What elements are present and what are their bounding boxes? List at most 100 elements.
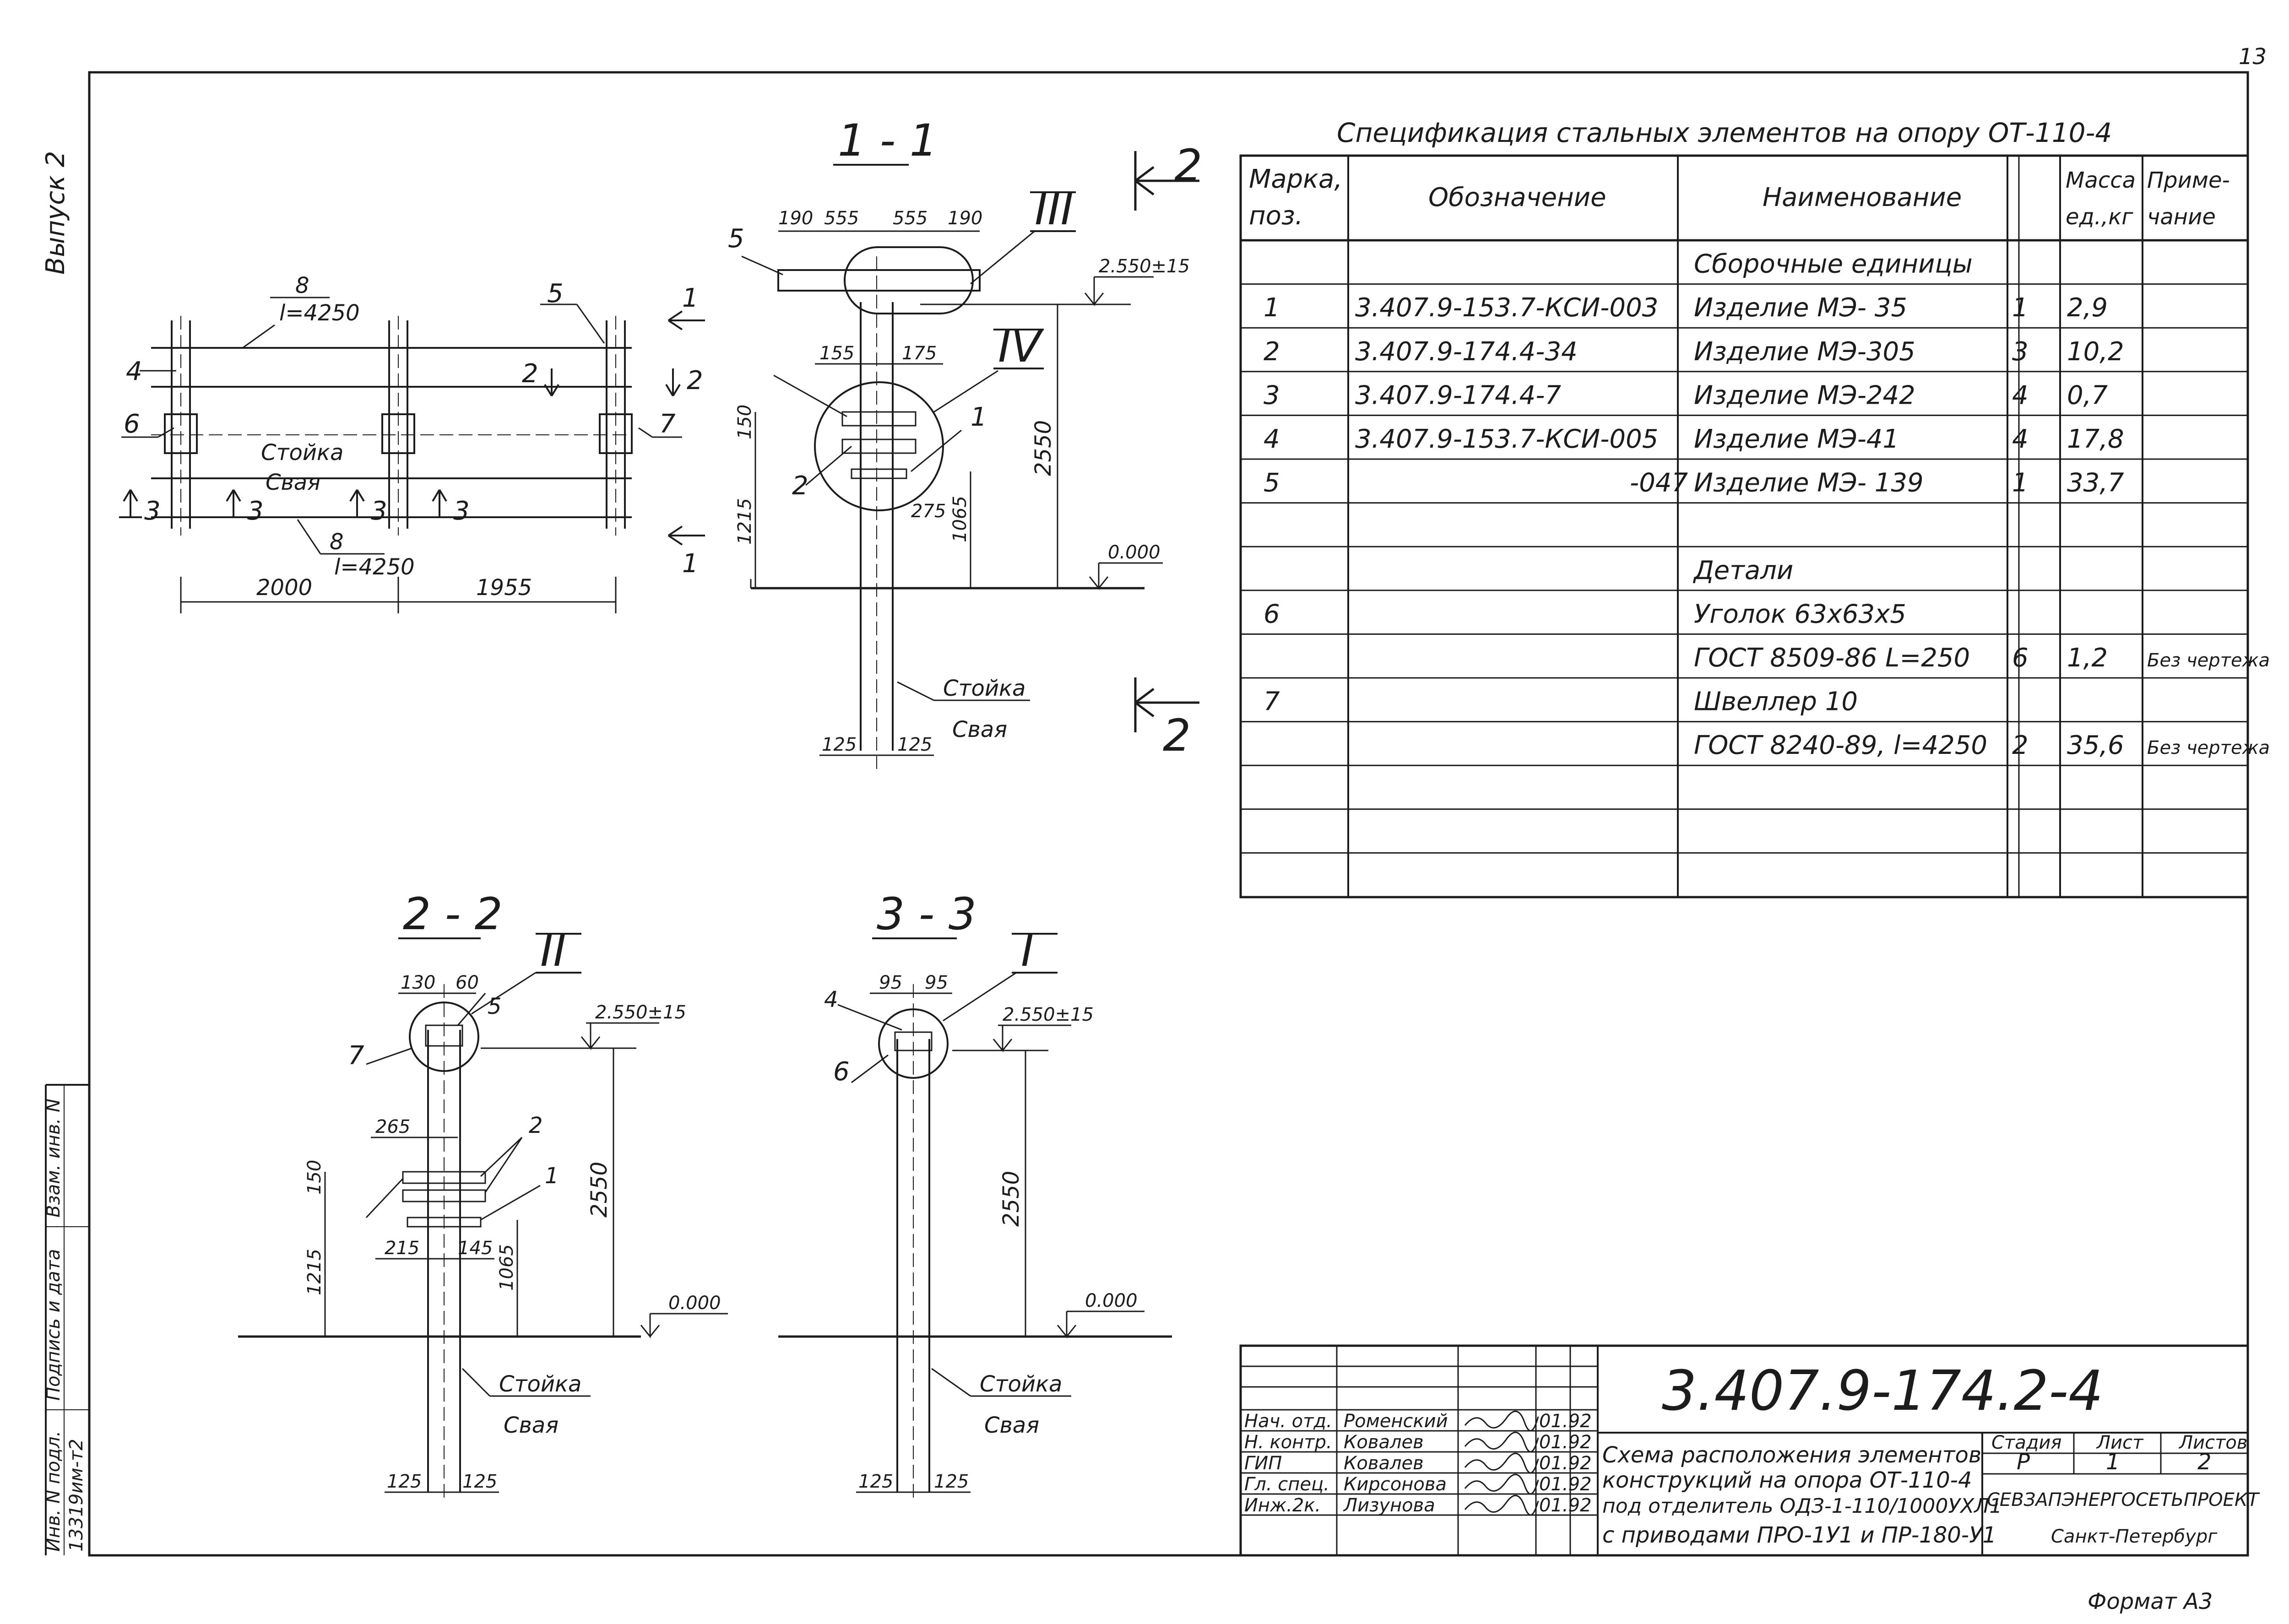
signer-name: Роменский [1344,1411,1448,1432]
dim-125a-s22: 125 [387,1471,422,1492]
spec-row-mass: 1,2 [2067,643,2108,673]
hdr-mark-2: поз. [1249,201,1303,231]
stamp-value: 13319им-т2 [66,1439,87,1552]
signature-scribble [1464,1473,1539,1495]
inv-no-label: Инв. N подл. [43,1431,64,1552]
s33-pos6: 6 [833,1057,850,1087]
cut3-num: 3 [371,496,387,526]
cut3-arrow [222,489,245,518]
section-22-title: 2 - 2 [403,888,503,940]
cut3-num: 3 [247,496,264,526]
format-label: Формат А3 [2088,1589,2213,1614]
hdr-mass-1: Масса [2066,168,2136,193]
signer-role: Н. контр. [1244,1432,1332,1453]
spec-row-mark: 1 [1264,293,1280,323]
cut-mark-1-bot: 1 [682,549,699,579]
spec-row-name: Изделие МЭ-41 [1694,424,1899,454]
dim-150: 150 [734,405,755,439]
s11-pos1: 1 [971,402,987,432]
s11-pos2: 2 [792,471,808,501]
spec-row-mark: 6 [1264,599,1280,629]
dim-555a: 555 [824,208,859,229]
s11-pos5: 5 [728,224,744,254]
signer-date: 01.92 [1539,1432,1592,1453]
dim-150-s22: 150 [304,1160,325,1195]
dim-145: 145 [458,1238,493,1259]
s22-pos7: 7 [348,1041,364,1071]
spec-row-note: Без чертежа [2147,650,2270,671]
s33-pos4: 4 [824,987,838,1012]
cut3-num: 3 [453,496,470,526]
s11-elev-zero: 0.000 [1108,542,1161,563]
cut2-bot-num: 2 [1163,710,1191,761]
dim-190a: 190 [778,208,813,229]
plan-pos8-top: 8 [295,273,309,298]
spec-row-des: 3.407.9-174.4-7 [1355,380,1561,410]
plan-len-top: l=4250 [279,300,360,326]
dim-175: 175 [902,343,937,364]
spec-row-mark: 4 [1264,424,1280,454]
hdr-mass-2: ед.,кг [2066,204,2133,230]
sheet-value: 1 [2106,1449,2120,1475]
dim-1065: 1065 [949,496,971,542]
section-33-title: 3 - 3 [877,888,976,940]
spec-row-qty: 1 [2012,468,2029,498]
spec-row-mass: 33,7 [2067,468,2124,498]
spec-row-qty: 4 [2012,380,2029,410]
signer-date: 01.92 [1539,1495,1592,1516]
spec-row-name: Изделие МЭ-305 [1694,337,1915,367]
section-11-title: 1 - 1 [838,115,938,166]
cut3-arrow [428,489,451,518]
spec-row-qty: 4 [2012,424,2029,454]
signer-date: 01.92 [1539,1411,1592,1432]
dim-125a-s11: 125 [822,734,857,755]
s11-post: Стойка [943,676,1025,701]
signer-date: 01.92 [1539,1453,1592,1474]
org-name: СЕВЗАПЭНЕРГОСЕТЬПРОЕКТ [1987,1489,2260,1510]
signer-name: Ковалев [1344,1453,1424,1474]
spec-row-name: Сборочные единицы [1694,249,1973,279]
s22-elev-top: 2.550±15 [595,1002,686,1023]
section-3-3: 3 - 3 95 95 4 6 2550 2.550±15 0.000 Стой… [778,888,1172,1501]
cut3-num: 3 [144,496,161,526]
s11-elev-top: 2.550±15 [1099,256,1190,277]
spec-row-mass: 2,9 [2067,293,2108,323]
section-2-2: 2 - 2 130 60 5 7 265 2 1 150 1215 215 14… [238,888,728,1501]
stage-label: Стадия [1991,1432,2061,1453]
signer-role: ГИП [1244,1453,1282,1474]
s22-pos2: 2 [529,1113,543,1138]
cut3-arrow [346,489,369,518]
cut3-arrow [119,489,142,518]
plan-pile-label: Свая [266,470,320,495]
plan-pos5: 5 [547,279,564,309]
page-number: 13 [2239,44,2267,70]
dim-130: 130 [401,972,435,993]
sheets-label: Листов [2178,1432,2247,1453]
side-stamp: Выпуск 2 Взам. инв. N Подпись и дата Инв… [41,151,89,1555]
dim-1955: 1955 [476,575,532,601]
spec-row-name: ГОСТ 8509-86 L=250 [1694,643,1970,673]
plan-view: 2000 1955 8 l=4250 8 l=4250 4 6 5 7 Стой… [119,273,705,613]
spec-row-mark: 2 [1264,337,1280,367]
spec-row-mark: 5 [1264,468,1280,498]
doc-code: 3.407.9-174.2-4 [1662,1359,2104,1423]
spec-row-des: 3.407.9-174.4-34 [1355,337,1578,367]
sign-date-label: Подпись и дата [43,1249,64,1401]
desc-line-3: под отделитель ОДЗ-1-110/1000УХЛ1 [1602,1494,2002,1518]
s22-post: Стойка [499,1371,581,1397]
plan-post-label: Стойка [261,440,343,466]
signature-scribble [1464,1494,1539,1516]
plan-pos8-bot: 8 [330,529,344,555]
hdr-note-2: чание [2147,204,2216,230]
spec-row-qty: 1 [2012,293,2029,323]
dim-1065-s22: 1065 [496,1244,517,1291]
dim-155: 155 [819,343,854,364]
dim-2550-s11: 2550 [1031,420,1056,476]
signer-role: Инж.2к. [1244,1495,1321,1516]
plan-pos4: 4 [126,357,142,386]
node-ii: II [540,925,566,976]
desc-line-4: с приводами ПРО-1У1 и ПР-180-У1 [1602,1522,1996,1548]
stage-value: Р [2017,1449,2030,1475]
